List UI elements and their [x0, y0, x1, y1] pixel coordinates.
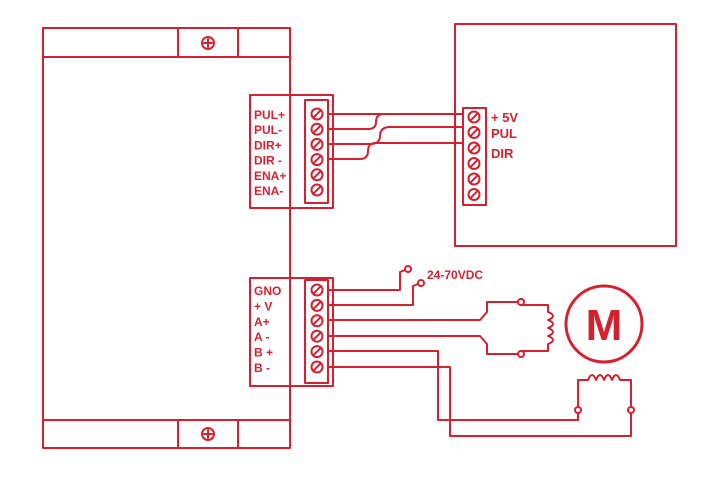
wire-b-plus	[327, 350, 579, 421]
controller-label-pul: PUL	[491, 126, 517, 141]
terminal-label: ENA+	[254, 169, 286, 183]
controller-outline	[454, 23, 677, 247]
wire-b-minus	[327, 366, 632, 437]
wire-pul-minus	[327, 113, 385, 130]
power-screws	[310, 283, 324, 374]
coil-a-winding	[520, 304, 554, 352]
controller-label-5v: + 5V	[491, 110, 518, 125]
wire-a-minus	[327, 335, 522, 355]
terminal-screw-icon	[310, 298, 324, 312]
terminal-label: B -	[254, 361, 270, 375]
coil-b-winding	[577, 374, 632, 408]
control-screws	[310, 107, 324, 197]
controller-screws	[467, 110, 481, 201]
motor-wires: M	[327, 284, 644, 437]
motor-symbol	[564, 284, 644, 364]
terminal-screw-icon	[310, 153, 324, 167]
controller-terminal-strip	[462, 107, 487, 206]
terminal-label: DIR -	[254, 154, 282, 168]
terminal-screw-icon	[467, 141, 481, 155]
terminal-label: A+	[254, 315, 270, 329]
terminal-label: DIR+	[254, 138, 282, 152]
terminal-label: GNO	[254, 284, 281, 298]
wire-dir-minus	[327, 142, 464, 160]
terminal-screw-icon	[310, 283, 324, 297]
power-terminal-strip	[304, 279, 329, 384]
terminal-screw-icon	[310, 137, 324, 151]
terminal-screw-icon	[310, 360, 324, 374]
terminal-screw-icon	[310, 345, 324, 359]
control-terminal-panel	[249, 94, 334, 209]
control-terminal-strip	[304, 99, 329, 204]
controller-label-dir: DIR	[491, 146, 514, 161]
terminal-screw-icon	[467, 126, 481, 139]
screw-icon	[201, 36, 215, 50]
terminal-screw-icon	[310, 329, 324, 343]
driver-outline	[42, 27, 291, 449]
terminal-screw-icon	[310, 122, 324, 136]
terminal-label: ENA-	[254, 184, 283, 198]
wire-gnd	[327, 269, 406, 291]
terminal-label: PUL-	[254, 123, 282, 137]
terminal-label: + V	[254, 299, 272, 313]
terminal-screw-icon	[310, 183, 324, 197]
terminal-screw-icon	[310, 168, 324, 182]
terminal-screw-icon	[467, 110, 481, 124]
terminal-label: PUL+	[254, 108, 285, 122]
power-terminal-panel	[249, 277, 334, 387]
terminal-label: B +	[254, 346, 273, 360]
terminal-screw-icon	[310, 107, 324, 121]
supply-terminal-pos	[417, 279, 425, 287]
motor-label: M	[586, 301, 623, 350]
control-wires	[327, 113, 464, 160]
screw-icon	[201, 427, 215, 441]
wire-vplus	[327, 283, 419, 306]
wire-a-plus	[327, 301, 522, 321]
driver-unit: PUL+PUL-DIR+ DIR -ENA+ENA- GNO+ V A+A - B +…	[42, 27, 334, 449]
terminal-screw-icon	[467, 157, 481, 170]
power-supply-wires: 24-70VDC	[327, 265, 483, 306]
power-labels: GNO+ V A+A - B +B -	[254, 284, 281, 375]
terminal-label: A -	[254, 330, 270, 344]
terminal-screw-icon	[310, 314, 324, 328]
terminal-screw-icon	[467, 172, 481, 186]
controller-unit: + 5V PUL DIR	[454, 23, 677, 247]
supply-terminal-neg	[404, 265, 412, 273]
control-labels: PUL+PUL-DIR+ DIR -ENA+ENA-	[254, 108, 286, 198]
terminal-screw-icon	[467, 188, 481, 201]
supply-voltage-label: 24-70VDC	[427, 268, 483, 282]
